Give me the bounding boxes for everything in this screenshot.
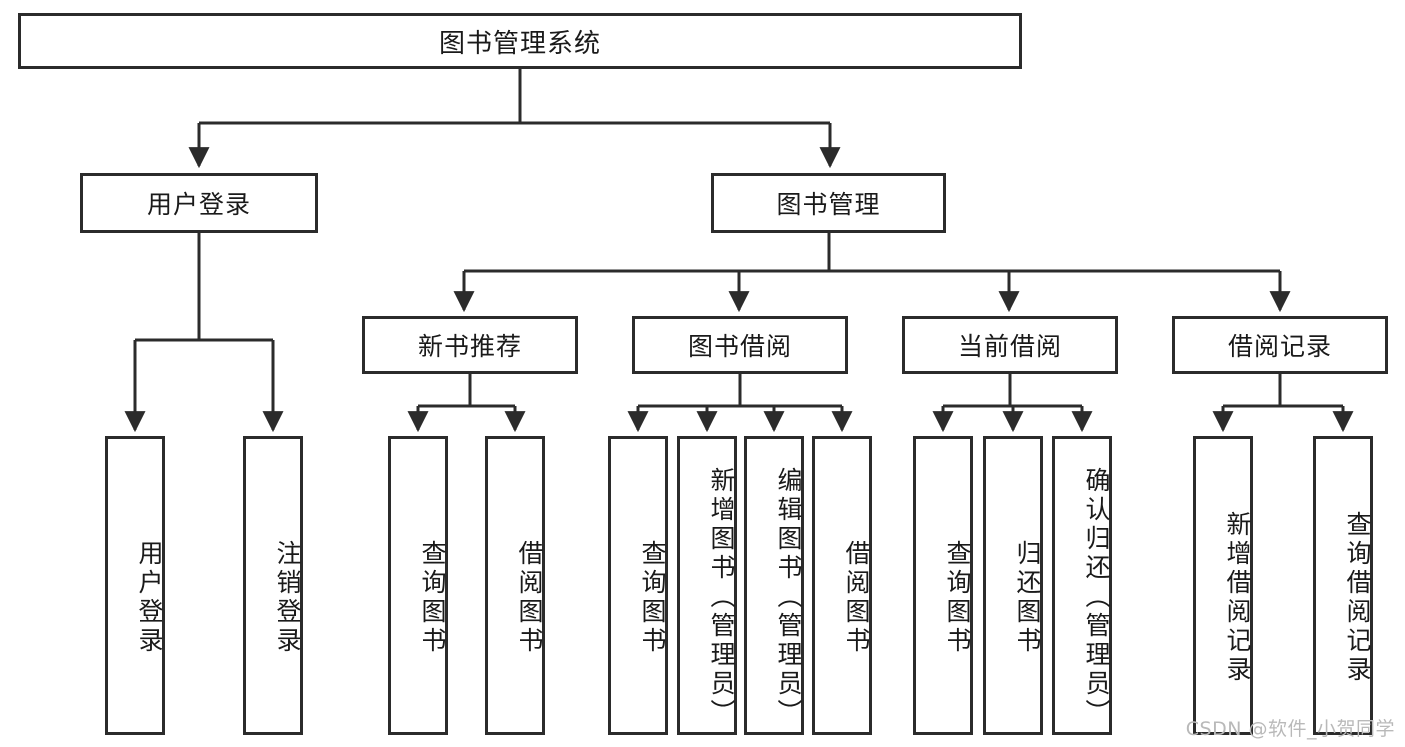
connector-group-new-book-recommend <box>407 374 526 433</box>
connector-group-current-borrow <box>932 374 1093 433</box>
node-leaf-borrow-book[interactable]: 借阅图书 <box>812 436 872 735</box>
node-borrow-record[interactable]: 借阅记录 <box>1172 316 1388 374</box>
node-leaf-edit-book-admin[interactable]: 编辑图书（管理员） <box>744 436 804 735</box>
connector-group-book-management <box>453 233 1291 313</box>
node-new-book-recommend[interactable]: 新书推荐 <box>362 316 578 374</box>
connector-group-user-login <box>124 233 284 433</box>
node-leaf-add-borrow-record[interactable]: 新增借阅记录 <box>1193 436 1253 735</box>
node-leaf-add-book-admin[interactable]: 新增图书（管理员） <box>677 436 737 735</box>
connector-group-book-borrow <box>627 374 853 433</box>
node-current-borrow[interactable]: 当前借阅 <box>902 316 1118 374</box>
node-book-borrow[interactable]: 图书借阅 <box>632 316 848 374</box>
watermark-text: CSDN @软件_小贺同学 <box>1185 718 1395 740</box>
node-leaf-query-book-recommend[interactable]: 查询图书 <box>388 436 448 735</box>
node-leaf-user-logout[interactable]: 注销登录 <box>243 436 303 735</box>
connector-group-root <box>188 69 841 169</box>
node-user-login[interactable]: 用户登录 <box>80 173 318 233</box>
node-leaf-borrow-book-recommend[interactable]: 借阅图书 <box>485 436 545 735</box>
node-leaf-user-login[interactable]: 用户登录 <box>105 436 165 735</box>
node-book-management[interactable]: 图书管理 <box>711 173 946 233</box>
node-leaf-confirm-return-admin[interactable]: 确认归还（管理员） <box>1052 436 1112 735</box>
node-leaf-return-book[interactable]: 归还图书 <box>983 436 1043 735</box>
node-leaf-query-book-current[interactable]: 查询图书 <box>913 436 973 735</box>
node-leaf-query-book-borrow[interactable]: 查询图书 <box>608 436 668 735</box>
connector-group-borrow-record <box>1212 374 1354 433</box>
node-leaf-query-borrow-record[interactable]: 查询借阅记录 <box>1313 436 1373 735</box>
node-root-system[interactable]: 图书管理系统 <box>18 13 1022 69</box>
